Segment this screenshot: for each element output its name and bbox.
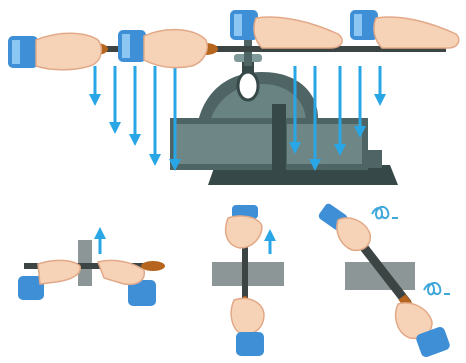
vise-filing-panel xyxy=(8,10,459,185)
bench-vise xyxy=(170,38,398,185)
motion-swirl-top xyxy=(372,207,398,219)
hand-left-1 xyxy=(8,33,101,70)
motion-swirl-bottom xyxy=(424,283,450,295)
diagonal-filing-panel xyxy=(317,202,451,358)
vertical-filing-panel xyxy=(212,205,284,356)
hand-right-2 xyxy=(350,10,459,48)
hand-diagonal-bottom xyxy=(396,303,452,358)
hand-vertical-top xyxy=(226,205,262,248)
horizontal-filing-panel xyxy=(18,233,165,306)
hand-left-2 xyxy=(118,30,207,68)
hand-vertical-bottom xyxy=(231,299,264,356)
hand-diagonal-top xyxy=(317,202,370,250)
